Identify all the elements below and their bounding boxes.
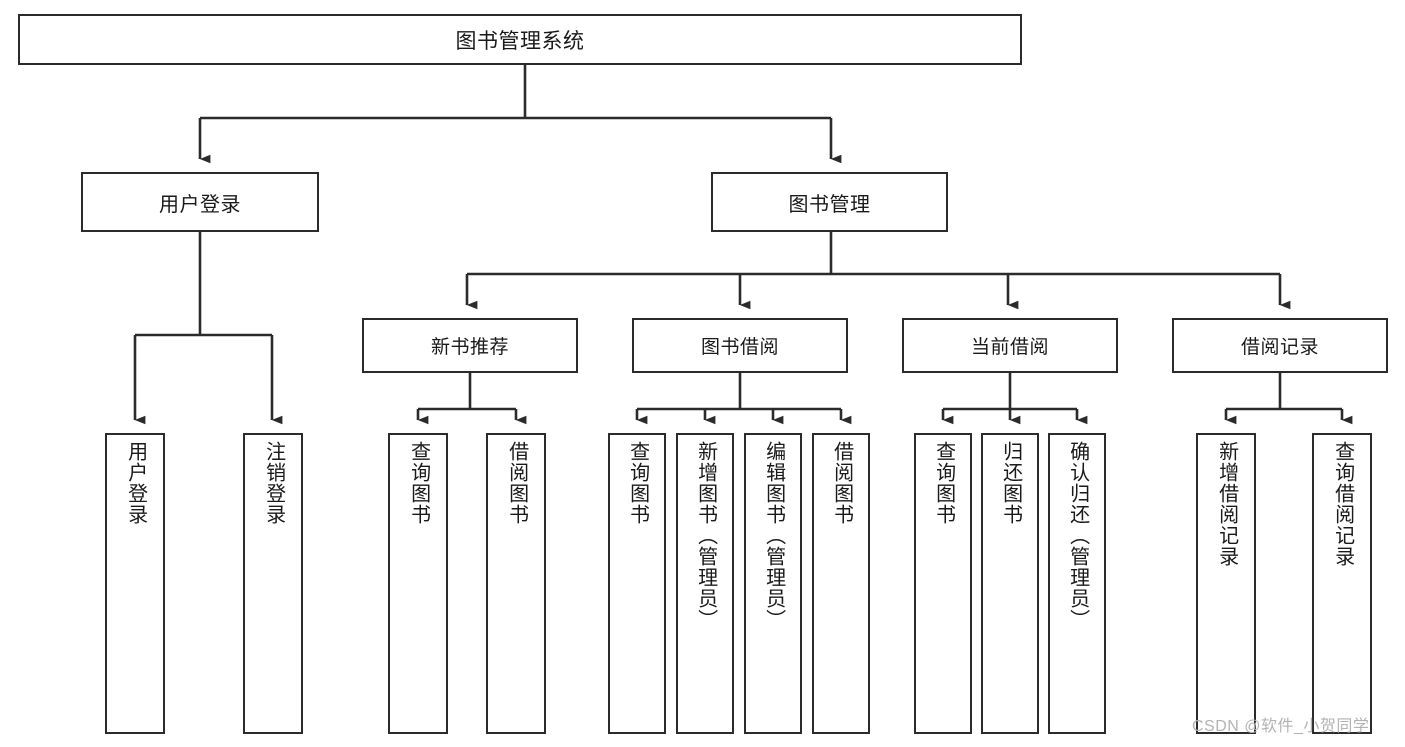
node-leaf-add-borrow-record[interactable]: 新增借阅记录 bbox=[1196, 433, 1256, 734]
node-book-borrow-label: 图书借阅 bbox=[700, 337, 779, 358]
node-root[interactable]: 图书管理系统 bbox=[18, 14, 1022, 65]
node-leaf-return-book-label: 归还图书 bbox=[999, 441, 1022, 525]
node-leaf-query-book-cb[interactable]: 查询图书 bbox=[914, 433, 972, 734]
csdn-watermark: CSDN @软件_小贺同学 bbox=[1192, 718, 1370, 735]
node-root-label: 图书管理系统 bbox=[455, 29, 585, 53]
node-leaf-add-borrow-record-label: 新增借阅记录 bbox=[1215, 441, 1238, 567]
node-leaf-confirm-return-label: 确认归还（管理员） bbox=[1066, 441, 1089, 630]
node-leaf-borrow-book-rec[interactable]: 借阅图书 bbox=[486, 433, 546, 734]
node-leaf-logout[interactable]: 注销登录 bbox=[243, 433, 303, 734]
node-borrow-record-label: 借阅记录 bbox=[1240, 337, 1319, 358]
node-new-book-rec[interactable]: 新书推荐 bbox=[362, 318, 578, 373]
node-leaf-edit-book[interactable]: 编辑图书（管理员） bbox=[744, 433, 802, 734]
node-leaf-user-login-label: 用户登录 bbox=[124, 441, 147, 525]
node-leaf-edit-book-label: 编辑图书（管理员） bbox=[762, 441, 785, 630]
node-leaf-borrow-book-bb[interactable]: 借阅图书 bbox=[812, 433, 870, 734]
node-leaf-query-book-bb-label: 查询图书 bbox=[626, 441, 649, 525]
node-leaf-query-book-rec-label: 查询图书 bbox=[407, 441, 430, 525]
node-leaf-borrow-book-bb-label: 借阅图书 bbox=[830, 441, 853, 525]
node-book-manage-label: 图书管理 bbox=[788, 193, 871, 216]
node-leaf-borrow-book-rec-label: 借阅图书 bbox=[505, 441, 528, 525]
node-leaf-user-login[interactable]: 用户登录 bbox=[105, 433, 165, 734]
node-leaf-query-book-rec[interactable]: 查询图书 bbox=[388, 433, 448, 734]
node-leaf-query-borrow-record-label: 查询借阅记录 bbox=[1331, 441, 1354, 567]
node-book-manage[interactable]: 图书管理 bbox=[711, 172, 948, 232]
node-leaf-add-book-label: 新增图书（管理员） bbox=[694, 441, 717, 630]
node-user-login-label: 用户登录 bbox=[159, 193, 241, 216]
node-leaf-query-book-bb[interactable]: 查询图书 bbox=[608, 433, 666, 734]
node-current-borrow-label: 当前借阅 bbox=[970, 337, 1049, 358]
node-new-book-rec-label: 新书推荐 bbox=[430, 337, 509, 358]
node-current-borrow[interactable]: 当前借阅 bbox=[902, 318, 1118, 373]
node-leaf-logout-label: 注销登录 bbox=[262, 441, 285, 525]
node-leaf-add-book[interactable]: 新增图书（管理员） bbox=[676, 433, 734, 734]
node-leaf-query-book-cb-label: 查询图书 bbox=[932, 441, 955, 525]
node-book-borrow[interactable]: 图书借阅 bbox=[632, 318, 848, 373]
node-leaf-query-borrow-record[interactable]: 查询借阅记录 bbox=[1312, 433, 1372, 734]
node-leaf-return-book[interactable]: 归还图书 bbox=[981, 433, 1039, 734]
node-borrow-record[interactable]: 借阅记录 bbox=[1172, 318, 1388, 373]
node-user-login[interactable]: 用户登录 bbox=[81, 172, 319, 232]
node-leaf-confirm-return[interactable]: 确认归还（管理员） bbox=[1048, 433, 1106, 734]
